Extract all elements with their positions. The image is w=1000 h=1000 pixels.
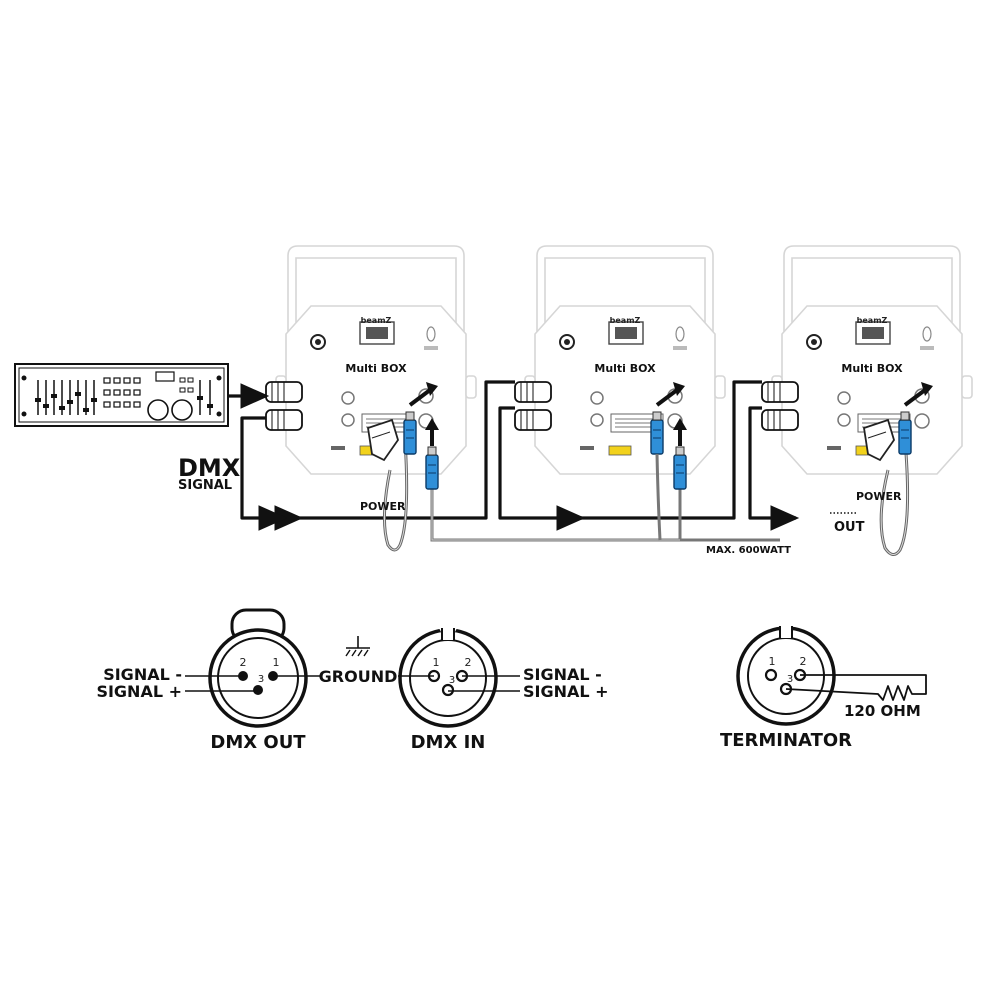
terminator-resistor-label: 120 OHM — [844, 702, 921, 720]
dmx-in-pin-3: 3 — [449, 675, 455, 686]
fixture-1-brand: beamZ — [361, 316, 392, 325]
dmx-out-signal-minus: SIGNAL - — [103, 665, 182, 684]
dmx-out-connector: 2 1 3 — [185, 608, 320, 728]
fixture-1-model: Multi BOX — [345, 362, 407, 375]
power-link-cable — [430, 480, 780, 542]
fixture-3-model: Multi BOX — [841, 362, 903, 375]
fixture-3-brand: beamZ — [857, 316, 888, 325]
dmx-controller-icon — [14, 363, 229, 427]
dmx-in-connector: 1 2 3 — [398, 625, 520, 728]
ground-label: GROUND — [319, 667, 398, 686]
dmx-in-pin-2: 2 — [465, 656, 472, 669]
dmx-in-title: DMX IN — [411, 732, 486, 753]
fixture-1: beamZ Multi BOX — [265, 245, 477, 475]
power-label-1: POWER — [360, 500, 406, 513]
fixture-2: beamZ Multi BOX — [514, 245, 726, 475]
fixture-2-brand: beamZ — [610, 316, 641, 325]
dmx-out-signal-plus: SIGNAL + — [96, 682, 182, 701]
dmx-in-pin-1: 1 — [433, 656, 440, 669]
schuko-plug-icon — [366, 418, 399, 462]
power-cord-3 — [862, 411, 912, 556]
dmx-in-signal-minus: SIGNAL - — [523, 665, 602, 684]
dmx-label: DMX — [178, 454, 241, 482]
dmx-out-pin-3: 3 — [258, 674, 264, 685]
dmx-out-pin-1: 1 — [273, 656, 280, 669]
out-label: OUT — [834, 520, 865, 535]
resistor-icon — [785, 674, 927, 701]
dmx-out-pin-2: 2 — [240, 656, 247, 669]
power-cord-1 — [366, 411, 439, 552]
terminator-pin-3: 3 — [787, 674, 793, 685]
signal-label: SIGNAL — [178, 478, 232, 493]
terminator-pin-1: 1 — [769, 655, 776, 668]
ground-symbol-icon — [345, 636, 370, 657]
dmx-signal-wires — [228, 380, 858, 531]
fixture-3: beamZ Multi BOX — [761, 245, 973, 475]
dmx-in-signal-plus: SIGNAL + — [523, 682, 609, 701]
terminator-title: TERMINATOR — [720, 730, 852, 751]
dmx-out-title: DMX OUT — [210, 732, 306, 753]
fixture-2-model: Multi BOX — [594, 362, 656, 375]
max-watt-label: MAX. 600WATT — [706, 545, 791, 556]
terminator-pin-2: 2 — [800, 655, 807, 668]
power-cord-2 — [650, 411, 687, 541]
terminator-connector: 1 2 3 — [736, 624, 927, 726]
power-label-2: POWER — [856, 490, 902, 503]
plug-in-arrows — [408, 382, 933, 446]
